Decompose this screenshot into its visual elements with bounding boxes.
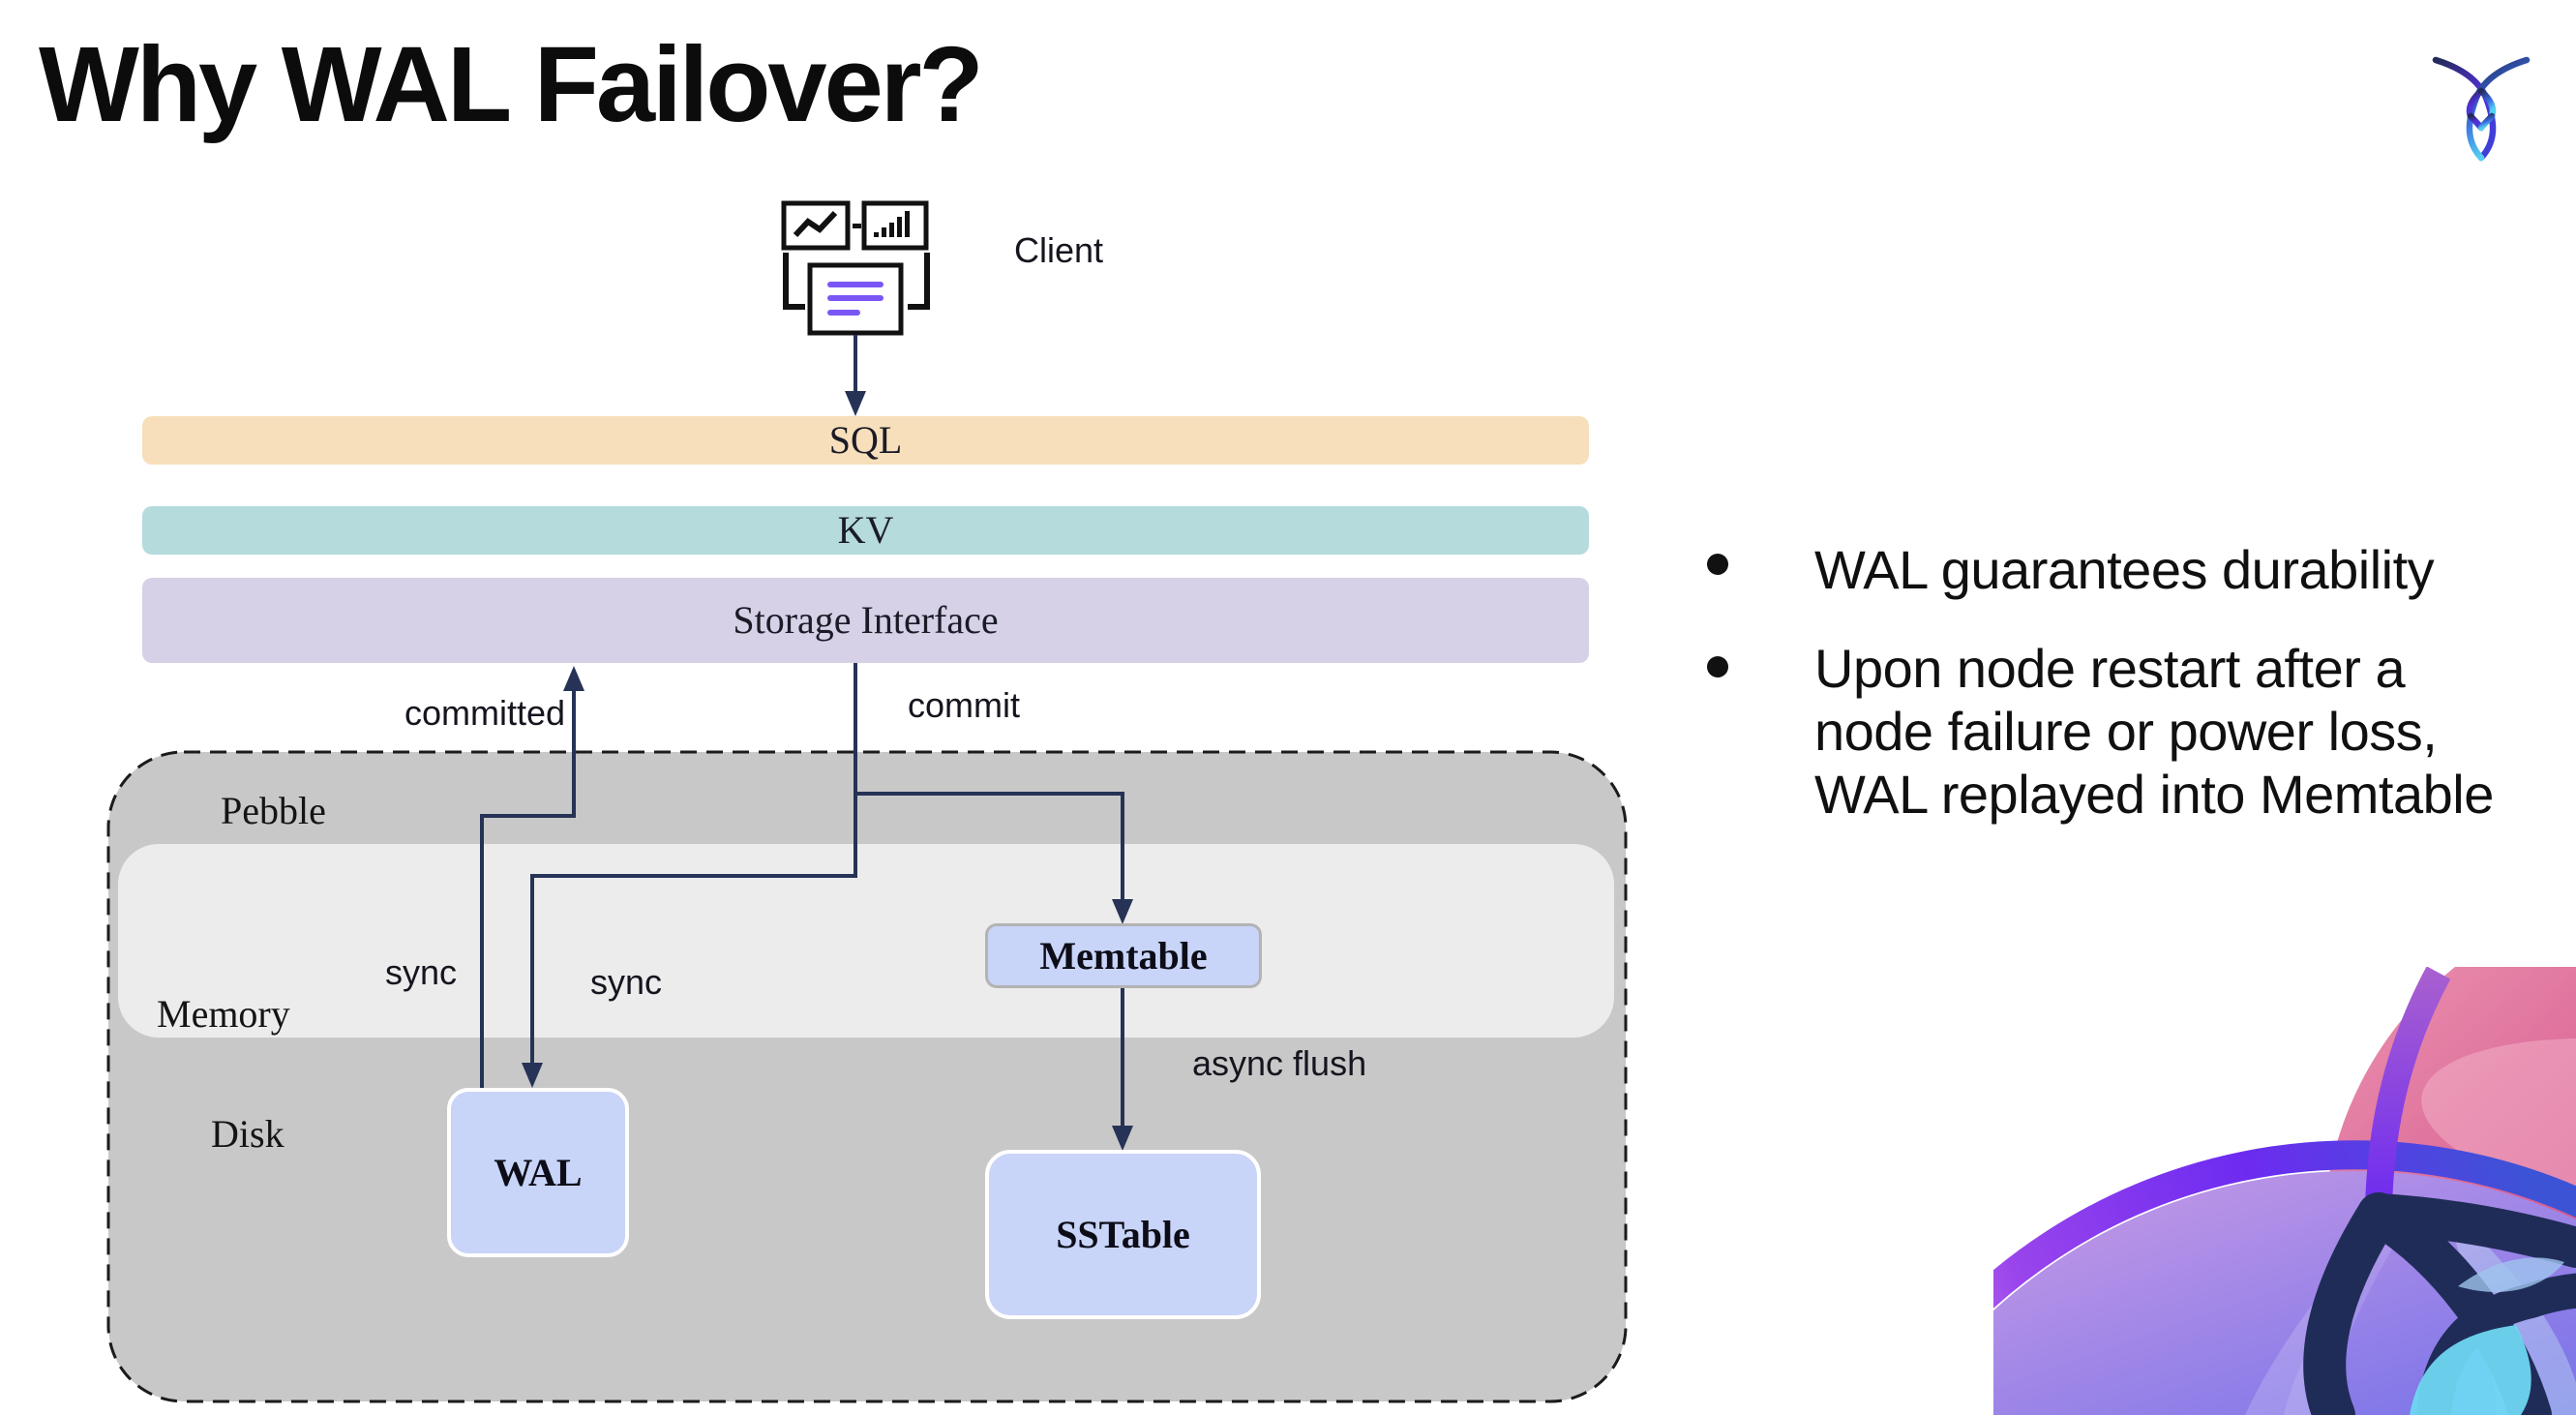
sstable-node: SSTable <box>985 1150 1261 1319</box>
commit-to-wal-arrow <box>522 663 857 1088</box>
disk-label: Disk <box>211 1112 285 1156</box>
memory-band <box>118 844 1614 1038</box>
bullet-dot <box>1707 554 1728 575</box>
sql-layer-bar: SQL <box>142 416 1589 465</box>
brand-art-decoration <box>1993 967 2576 1415</box>
committed-label: committed <box>404 693 566 733</box>
pebble-label: Pebble <box>221 789 326 832</box>
memory-label: Memory <box>157 992 290 1036</box>
storage-interface-bar: Storage Interface <box>142 578 1589 663</box>
commit-to-memtable-arrow <box>855 792 1133 924</box>
kv-layer-bar: KV <box>142 506 1589 555</box>
async-flush-arrow <box>1112 988 1133 1151</box>
page-title: Why WAL Failover? <box>39 25 984 144</box>
memtable-node: Memtable <box>985 923 1262 988</box>
bullet-text: WAL guarantees durability <box>1814 539 2435 600</box>
sync-ack-label: sync <box>385 952 458 992</box>
bullet-dot <box>1707 656 1728 677</box>
committed-arrow <box>480 666 584 1088</box>
bullet-text: Upon node restart after a node failure o… <box>1814 638 2494 825</box>
client-label: Client <box>1014 230 1104 270</box>
bullet-item: WAL guarantees durability <box>1707 538 2539 601</box>
bullet-item: Upon node restart after a node failure o… <box>1707 637 2539 826</box>
client-monitors-icon <box>781 200 930 336</box>
client-to-sql-arrow <box>845 335 866 416</box>
sync-write-label: sync <box>590 962 663 1002</box>
wal-node: WAL <box>447 1088 629 1257</box>
commit-label: commit <box>908 685 1020 725</box>
async-flush-label: async flush <box>1192 1043 1367 1083</box>
pebble-diagram-canvas <box>106 335 1628 1403</box>
cockroach-logo-icon <box>2432 56 2531 162</box>
